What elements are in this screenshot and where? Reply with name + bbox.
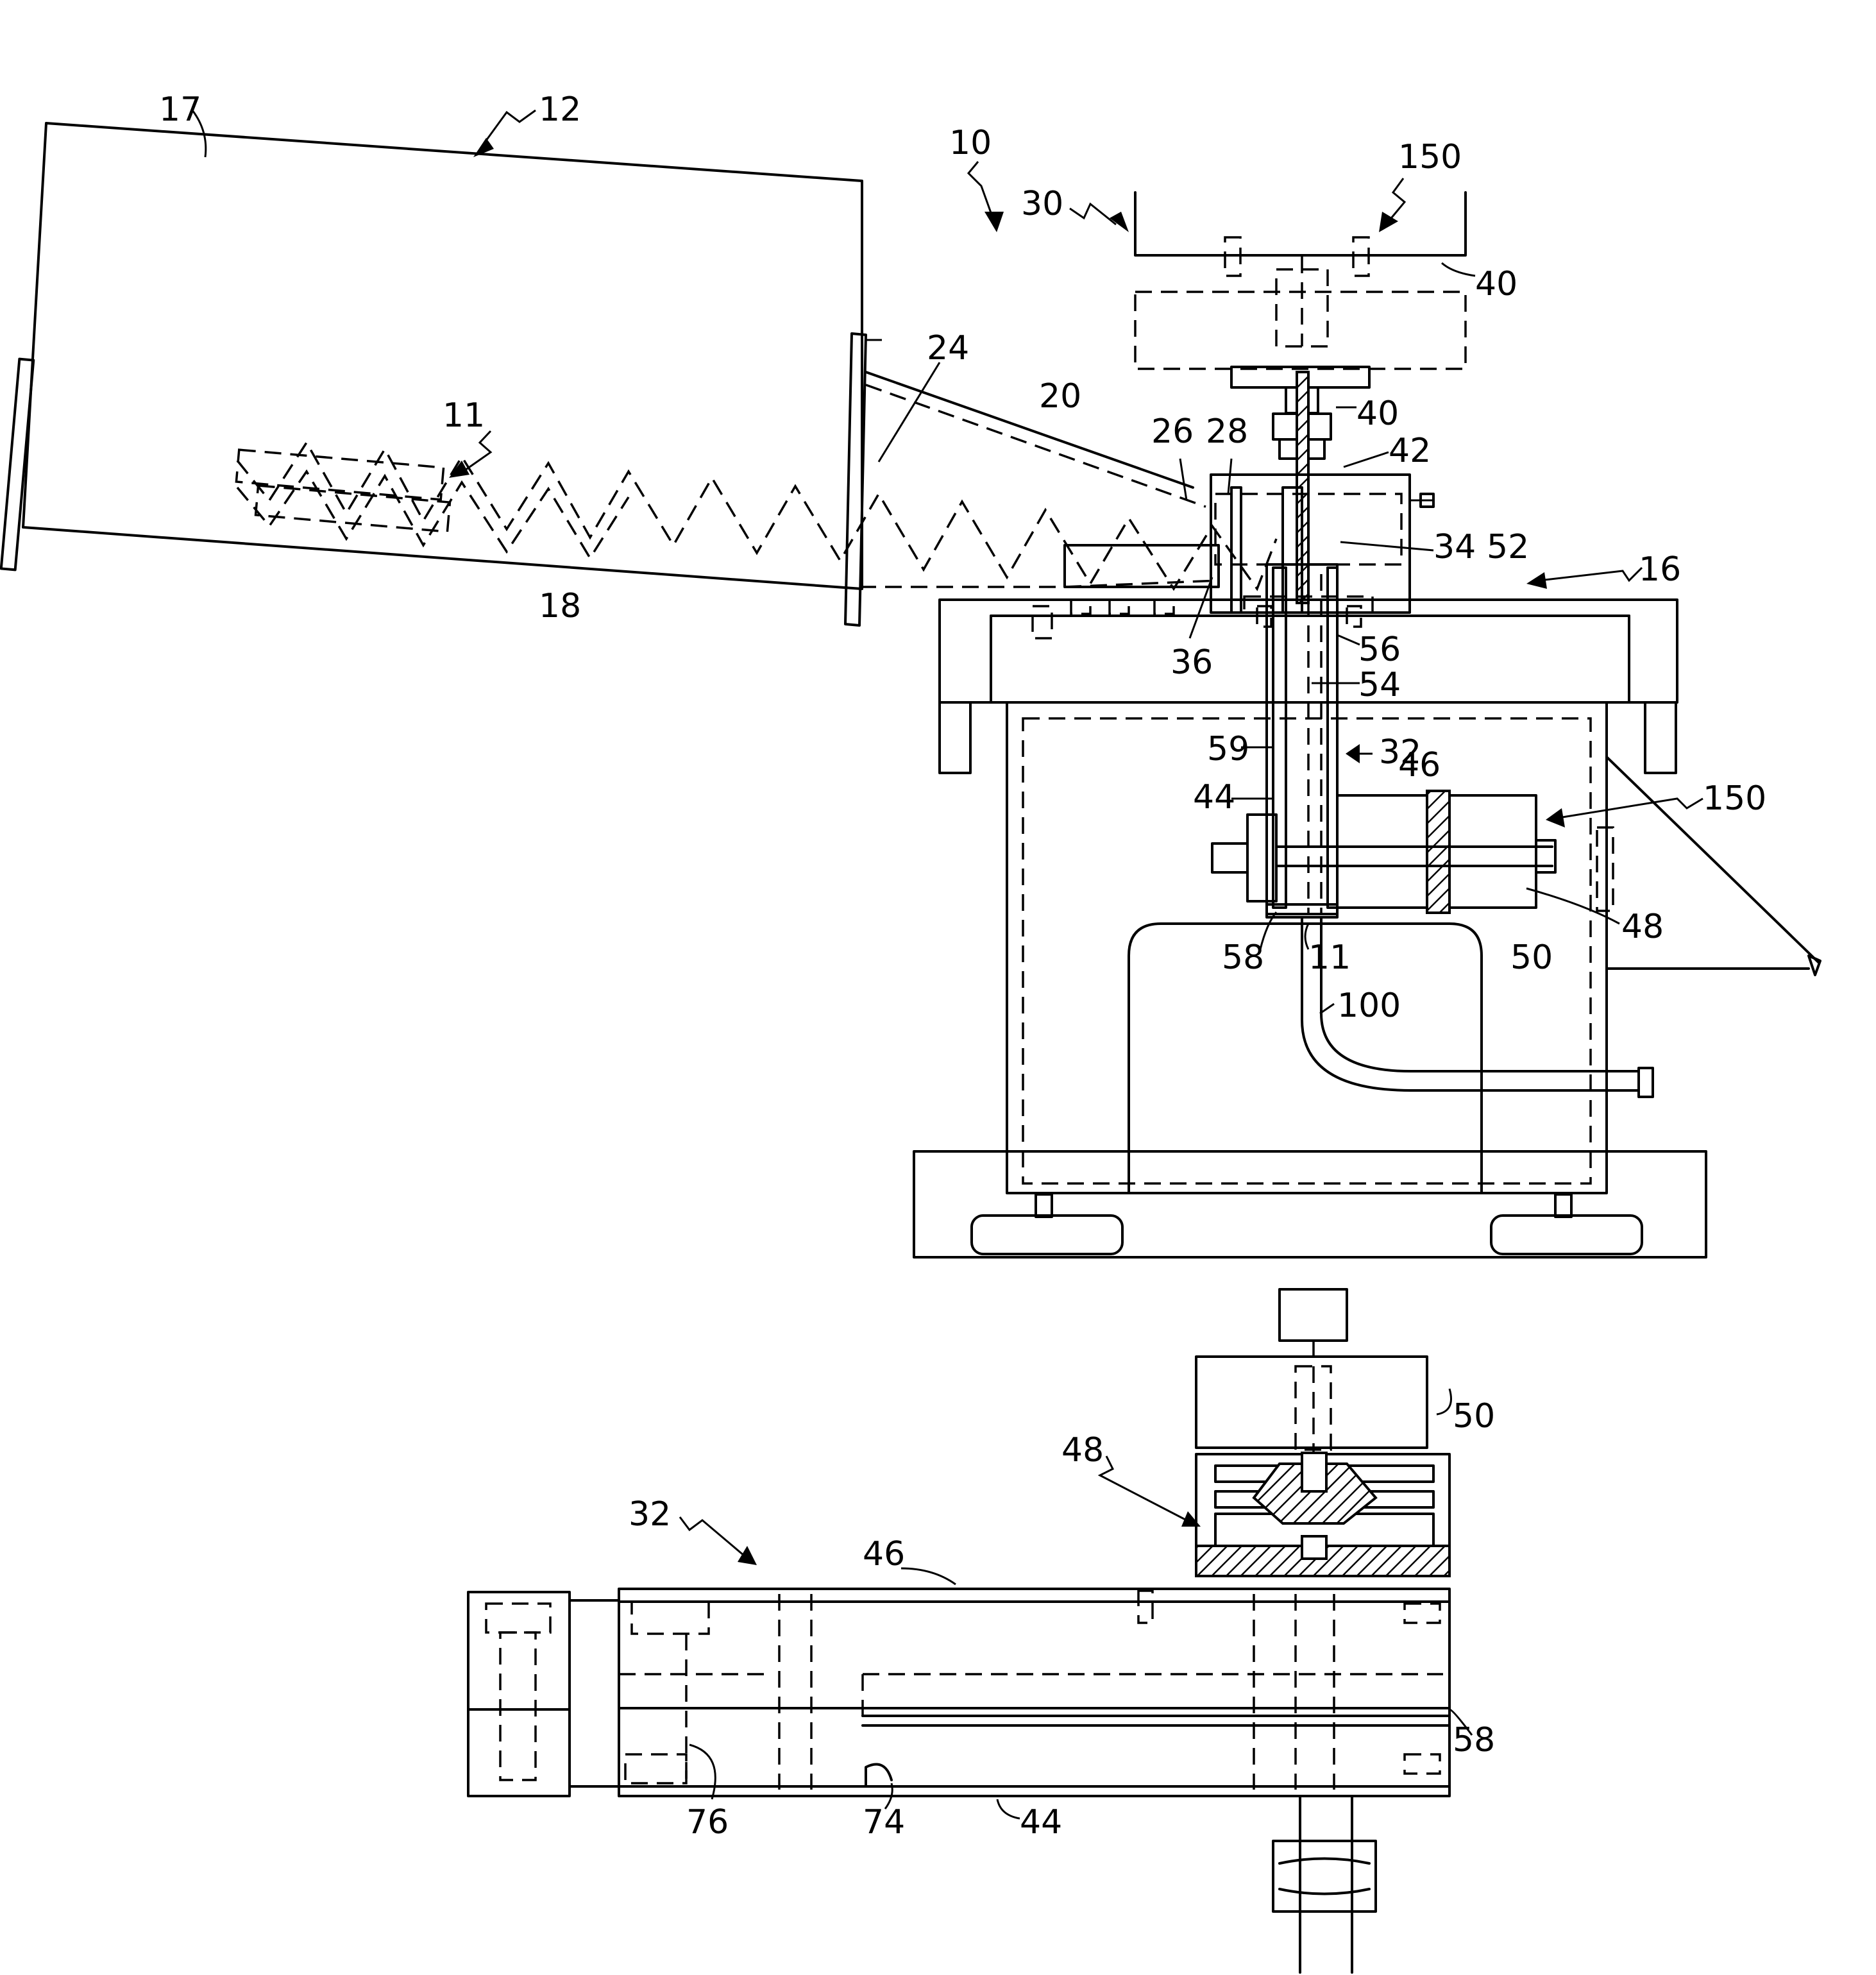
ref-74: 74 — [863, 1803, 905, 1842]
ref-30: 30 — [1021, 185, 1063, 223]
ref-48-bottom: 48 — [1061, 1431, 1104, 1470]
ref-18: 18 — [539, 587, 581, 625]
detail-jaw-bar — [468, 1589, 1449, 1796]
ref-50-bottom: 50 — [1453, 1397, 1495, 1436]
ref-150-side: 150 — [1703, 779, 1766, 818]
ref-32-bottom: 32 — [629, 1495, 671, 1534]
ref-17: 17 — [159, 90, 201, 129]
ref-56: 56 — [1358, 631, 1401, 669]
ref-42: 42 — [1389, 432, 1431, 470]
ref-100: 100 — [1337, 987, 1401, 1025]
ref-16: 16 — [1639, 550, 1681, 589]
ref-46-bottom: 46 — [863, 1535, 905, 1573]
ref-44-bottom: 44 — [1020, 1803, 1062, 1842]
ref-48-top: 48 — [1621, 908, 1664, 946]
ref-59: 59 — [1207, 730, 1249, 768]
ref-52: 52 — [1487, 528, 1529, 566]
ref-20: 20 — [1039, 377, 1081, 416]
ref-28: 28 — [1206, 412, 1248, 451]
ref-76: 76 — [686, 1803, 729, 1842]
ref-58-bottom: 58 — [1453, 1721, 1495, 1759]
ref-50-top: 50 — [1510, 938, 1553, 977]
ref-10: 10 — [949, 124, 992, 162]
ref-36: 36 — [1170, 643, 1213, 682]
ref-11-bottom: 11 — [1308, 938, 1351, 977]
detail-cylinder — [1196, 1289, 1449, 1576]
detail-shaft — [1273, 1796, 1376, 1972]
hopper-drum — [1, 123, 882, 625]
upper-press — [1135, 192, 1466, 603]
ref-26: 26 — [1151, 412, 1194, 451]
auger-spring — [236, 443, 1276, 589]
ref-34: 34 — [1433, 528, 1476, 566]
ref-24: 24 — [927, 329, 969, 368]
ref-58-top: 58 — [1222, 938, 1264, 977]
reference-numerals: 17 12 10 150 30 40 40 24 20 11 26 28 42 … — [159, 90, 1766, 1842]
ref-46-top: 46 — [1398, 746, 1441, 784]
ref-11-top: 11 — [443, 396, 485, 435]
ref-40-mid: 40 — [1356, 394, 1399, 433]
ref-40-top: 40 — [1475, 265, 1517, 303]
ref-54: 54 — [1358, 666, 1401, 704]
ref-150-top: 150 — [1398, 138, 1462, 176]
ref-44-top: 44 — [1193, 778, 1235, 817]
ref-12: 12 — [539, 90, 581, 129]
crimp-head — [1211, 475, 1613, 917]
